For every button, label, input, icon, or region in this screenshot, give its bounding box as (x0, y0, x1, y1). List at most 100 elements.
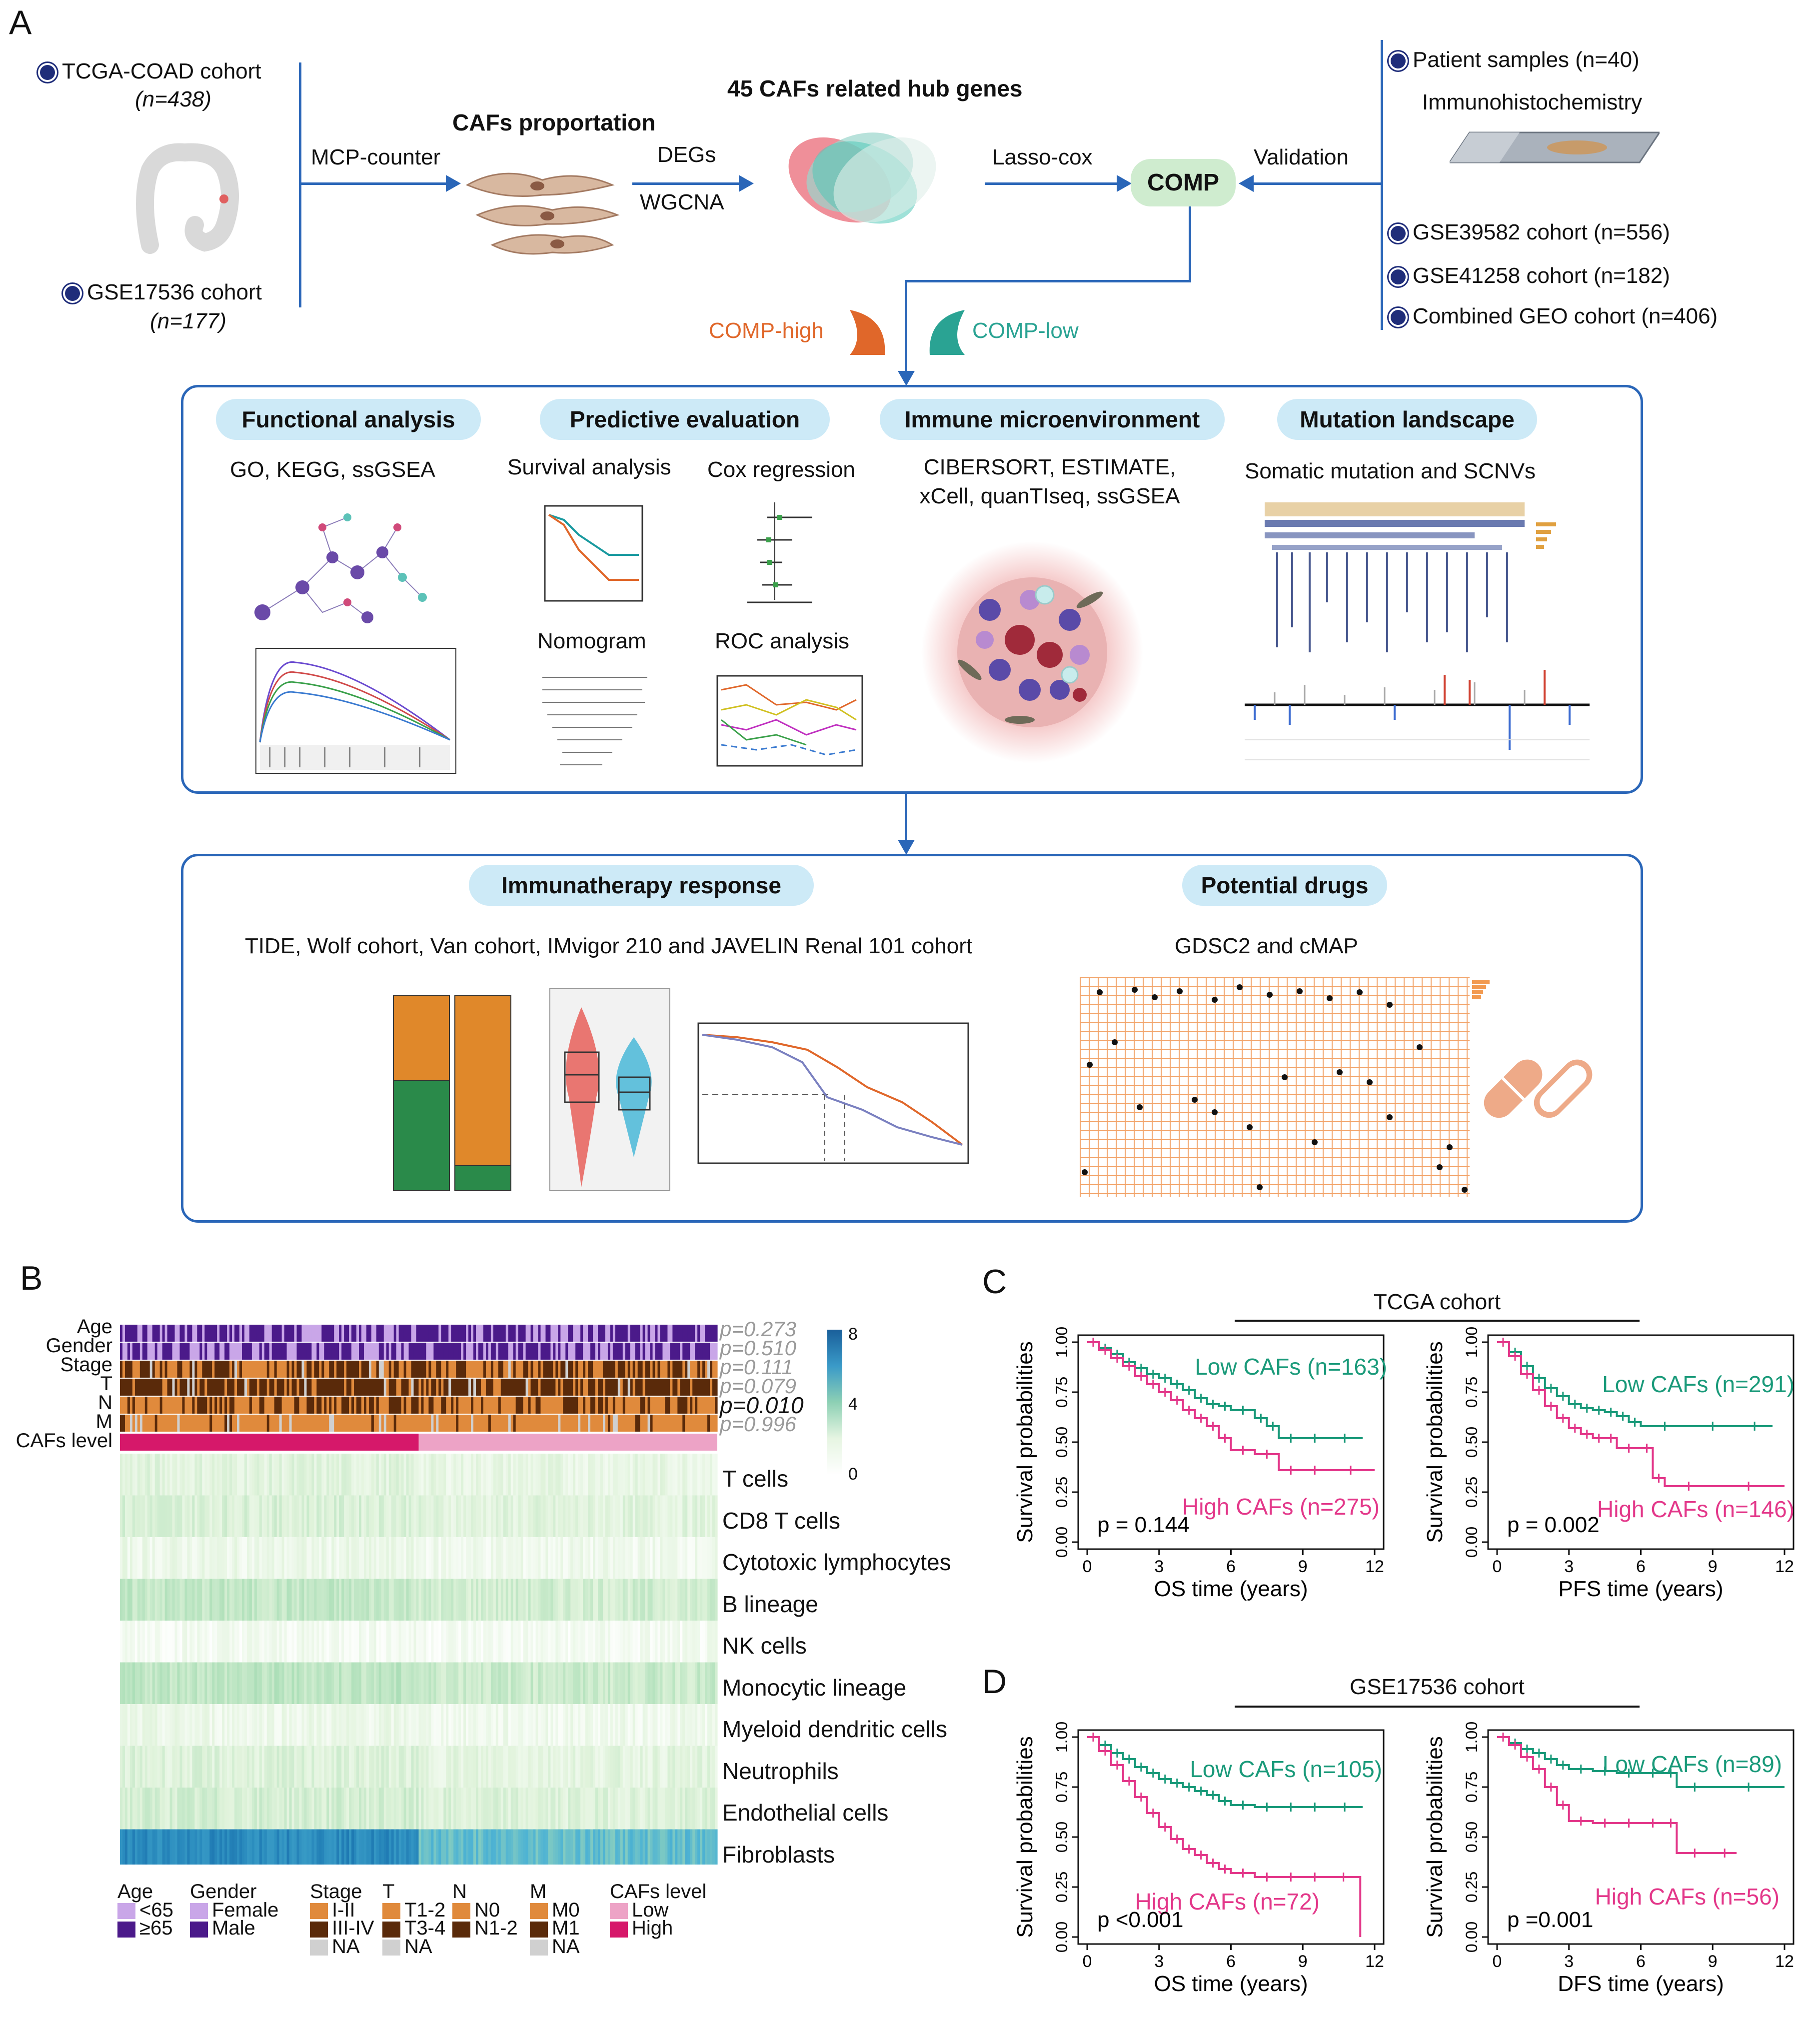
gse17536-cohort-label: GSE17536 cohort (65, 280, 262, 305)
legend-item-label: I-II (332, 1899, 355, 1921)
mutation-landscape-sub: Somatic mutation and SCNVs (1245, 459, 1536, 483)
pvalue-gender: p=0.510 (720, 1336, 796, 1360)
drug-heatmap-icon (1080, 977, 1490, 1197)
gse39582-label: GSE39582 cohort (n=556) (1391, 220, 1670, 245)
x-tick-label: 6 (1636, 1557, 1646, 1576)
cell-type-label: Fibroblasts (722, 1841, 835, 1868)
bullet-icon (1391, 53, 1406, 69)
pill-capsule-icon (1484, 1059, 1593, 1118)
patient-samples-label: Patient samples (n=40) (1391, 47, 1640, 72)
legend-item-label: Male (212, 1917, 255, 1940)
cell-type-label: CD8 T cells (722, 1507, 841, 1534)
arrow-head-icon (898, 371, 915, 386)
immune-sub-1: CIBERSORT, ESTIMATE, (923, 455, 1176, 479)
series-label: Low CAFs (n=163) (1195, 1354, 1387, 1380)
legend-swatch (190, 1921, 208, 1938)
y-tick-label: 1.00 (1463, 1327, 1481, 1358)
gse41258-text: GSE41258 cohort (n=182) (1413, 263, 1670, 288)
panel-c-letter: C (982, 1263, 1007, 1301)
legend-item: M1 (530, 1918, 580, 1938)
y-tick-label: 0.00 (1053, 1527, 1071, 1558)
legend-item-label: M0 (552, 1899, 580, 1921)
gse41258-label: GSE41258 cohort (n=182) (1391, 263, 1670, 288)
y-axis-label: Survival probabilities (1423, 1341, 1447, 1543)
network-icon (254, 513, 427, 623)
x-tick-label: 6 (1226, 1557, 1236, 1576)
y-tick-label: 0.00 (1053, 1922, 1071, 1953)
legend-item: Low (610, 1900, 706, 1920)
cohort-underline (1235, 1320, 1640, 1322)
y-tick-label: 0.25 (1053, 1477, 1071, 1508)
y-axis-label: Survival probabilities (1013, 1736, 1037, 1938)
legend-item-label: NA (404, 1935, 432, 1958)
survival-analysis-label: Survival analysis (507, 455, 671, 479)
legend-title: N (452, 1881, 467, 1903)
km-curve (1087, 1736, 1363, 1808)
x-tick-label: 3 (1154, 1952, 1164, 1971)
annotation-label-gender: Gender (45, 1335, 112, 1357)
series-label: High CAFs (n=56) (1595, 1884, 1780, 1910)
legend-swatch (530, 1903, 548, 1920)
annotation-track (120, 1415, 718, 1432)
series-label: Low CAFs (n=89) (1603, 1751, 1782, 1777)
y-tick-label: 0.00 (1463, 1922, 1481, 1953)
mcp-counter-label: MCP-counter (311, 145, 441, 169)
comp-node: COMP (1131, 159, 1236, 206)
cell-type-label: NK cells (722, 1633, 807, 1659)
gse39582-text: GSE39582 cohort (n=556) (1413, 220, 1670, 244)
cell-type-labels: T cells CD8 T cells Cytotoxic lymphocyte… (722, 1458, 951, 1876)
legend-item: NA (310, 1937, 374, 1957)
colorbar-tick-8: 8 (848, 1325, 858, 1344)
gse17536-cohort-title: GSE17536 cohort (1350, 1675, 1525, 1699)
legend-item-label: <65 (139, 1899, 173, 1921)
x-tick-label: 0 (1493, 1952, 1502, 1971)
legend-item: T3-4 (382, 1918, 445, 1938)
wgcna-label: WGCNA (640, 190, 724, 214)
legend-swatch (610, 1921, 628, 1938)
annotation-track (120, 1343, 718, 1360)
pvalue-n: p=0.010 (720, 1392, 804, 1418)
legend-item: Male (190, 1917, 278, 1940)
x-tick-label: 12 (1775, 1952, 1794, 1971)
y-tick-label: 0.25 (1463, 1872, 1481, 1903)
predictive-evaluation-pill: Predictive evaluation (540, 399, 830, 440)
arrow-head-icon (1117, 175, 1132, 192)
nomogram-icon (542, 677, 647, 765)
y-tick-label: 0.75 (1053, 1377, 1071, 1408)
roc-analysis-label: ROC analysis (715, 629, 849, 653)
legend-title: T (382, 1881, 395, 1903)
patient-samples-text: Patient samples (n=40) (1413, 47, 1640, 72)
km-mini-icon (697, 1022, 969, 1164)
lasso-cox-label: Lasso-cox (992, 145, 1093, 169)
cell-type-label: T cells (722, 1466, 789, 1492)
tcga-cohort-n: (n=438) (135, 87, 211, 111)
legend-item: III-IV (310, 1917, 374, 1940)
arrow-head-icon (1239, 175, 1254, 192)
heatmap-row (120, 1579, 718, 1621)
pvalue-t: p=0.079 (720, 1374, 796, 1398)
heatmap (120, 1325, 718, 1865)
km-curve (1087, 1736, 1362, 1937)
annotation-row-labels: Age Gender Stage T N M CAFs level (0, 1317, 112, 1451)
comp-high-icon (850, 310, 885, 355)
heatmap-row (120, 1829, 718, 1865)
legend-item: M0 (530, 1899, 580, 1921)
x-tick-label: 6 (1636, 1952, 1646, 1971)
x-tick-label: 9 (1708, 1557, 1718, 1576)
immunotherapy-sub: TIDE, Wolf cohort, Van cohort, IMvigor 2… (245, 934, 973, 958)
legend-swatch (610, 1903, 628, 1920)
functional-analysis-pill: Functional analysis (216, 399, 481, 440)
y-axis-label: Survival probabilities (1013, 1341, 1037, 1543)
annotation-label-n: N (98, 1392, 112, 1414)
legend-item-label: III-IV (332, 1917, 374, 1940)
legend-title: CAFs level (610, 1881, 707, 1903)
arrow-head-icon (446, 175, 461, 192)
pvalue-age: p=0.273 (720, 1317, 796, 1341)
oncoplot-icon (1262, 502, 1556, 652)
annotation-label-stage: Stage (60, 1354, 112, 1376)
panel-d-letter: D (982, 1663, 1007, 1701)
x-axis-label: OS time (years) (1154, 1577, 1308, 1601)
series-label: Low CAFs (n=291) (1602, 1371, 1795, 1397)
